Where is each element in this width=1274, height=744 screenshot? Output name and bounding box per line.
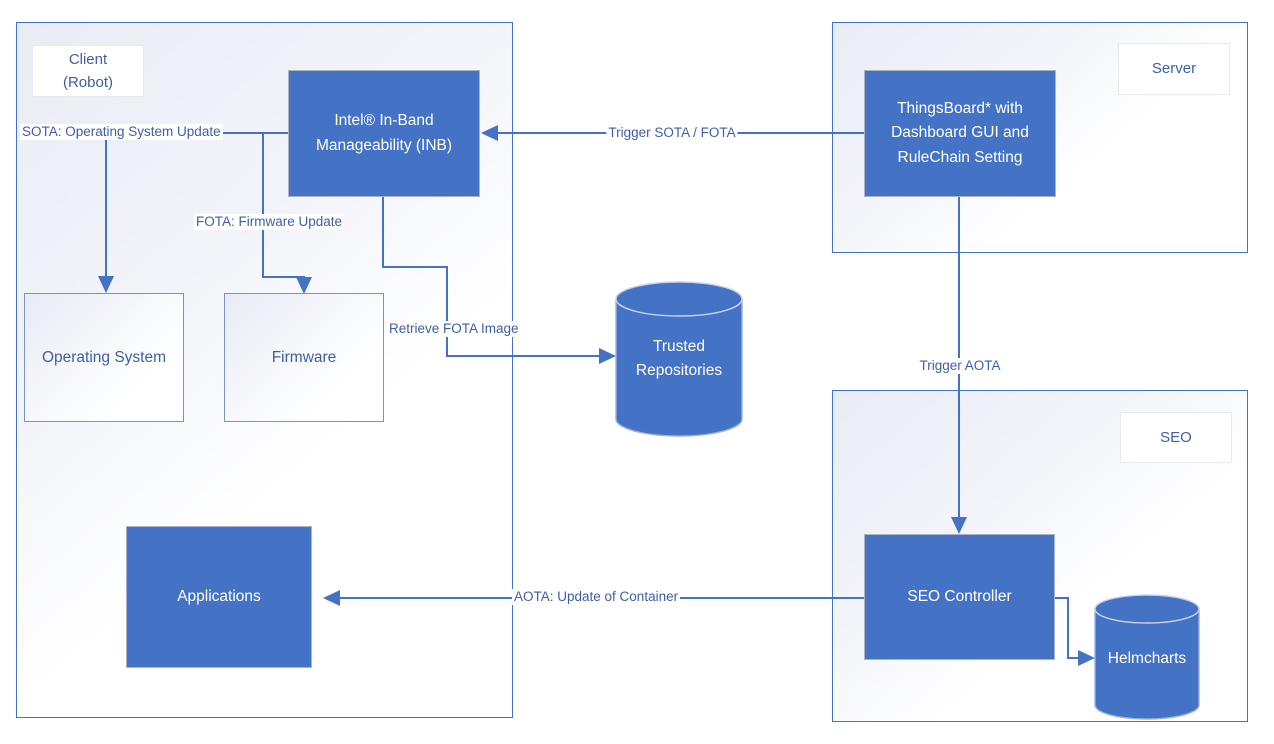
edge-label-trigger-aota: Trigger AOTA bbox=[917, 358, 1003, 374]
connector-sota-vertical bbox=[105, 132, 107, 276]
cylinder-shape-icon bbox=[1094, 594, 1200, 720]
arrowhead-aota bbox=[323, 590, 340, 606]
seo-controller-node: SEO Controller bbox=[864, 534, 1055, 660]
edge-label-aota: AOTA: Update of Container bbox=[512, 589, 681, 605]
inb-node: Intel® In-Band Manageability (INB) bbox=[288, 70, 480, 197]
connector-retrieve-fota-v1 bbox=[382, 196, 384, 268]
server-container-label: Server bbox=[1118, 43, 1230, 95]
arrowhead-trigger-sota-fota bbox=[481, 125, 498, 141]
operating-system-node: Operating System bbox=[24, 293, 184, 422]
helmcharts-label: Helmcharts bbox=[1107, 650, 1187, 667]
helmcharts-cylinder: Helmcharts bbox=[1094, 594, 1200, 720]
connector-trigger-aota bbox=[958, 196, 960, 518]
arrowhead-trigger-aota bbox=[951, 517, 967, 534]
edge-label-retrieve-fota: Retrieve FOTA Image bbox=[387, 321, 521, 337]
trusted-repositories-cylinder: Trusted Repositories bbox=[615, 281, 743, 438]
firmware-node: Firmware bbox=[224, 293, 384, 422]
thingsboard-node: ThingsBoard* with Dashboard GUI and Rule… bbox=[864, 70, 1056, 197]
edge-label-trigger-sota-fota: Trigger SOTA / FOTA bbox=[606, 125, 738, 141]
edge-label-fota: FOTA: Firmware Update bbox=[194, 214, 345, 230]
connector-helm-v bbox=[1067, 597, 1069, 659]
connector-fota-horizontal bbox=[262, 276, 305, 278]
connector-helm-h1 bbox=[1055, 597, 1069, 599]
connector-retrieve-fota-v2 bbox=[446, 266, 448, 357]
client-container-label: Client (Robot) bbox=[32, 45, 144, 97]
applications-node: Applications bbox=[126, 526, 312, 668]
connector-helm-h2 bbox=[1067, 657, 1079, 659]
cylinder-shape-icon bbox=[615, 281, 743, 437]
trusted-repositories-label: Trusted Repositories bbox=[635, 338, 723, 380]
arrowhead-retrieve-fota bbox=[599, 348, 616, 364]
connector-retrieve-fota-h1 bbox=[382, 266, 448, 268]
arrowhead-helm bbox=[1078, 650, 1095, 666]
arrowhead-sota bbox=[98, 276, 114, 293]
seo-container-label: SEO bbox=[1120, 412, 1232, 463]
arrowhead-fota bbox=[296, 277, 312, 294]
edge-label-sota: SOTA: Operating System Update bbox=[20, 124, 223, 140]
connector-retrieve-fota-h2 bbox=[446, 355, 600, 357]
connector-fota-vertical bbox=[262, 132, 264, 278]
